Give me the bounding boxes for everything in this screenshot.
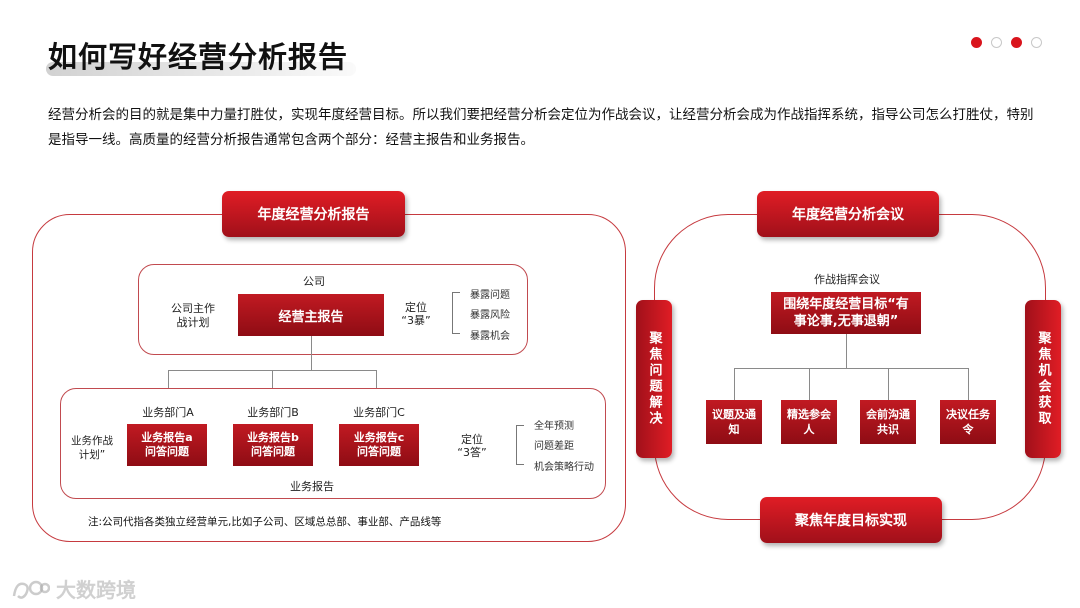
answer-brace bbox=[516, 425, 524, 465]
focus-opportunity: 聚焦机会获取 bbox=[1025, 300, 1061, 458]
position-3-expose: 定位 “3暴” bbox=[401, 301, 431, 327]
annual-report-header: 年度经营分析报告 bbox=[222, 191, 405, 237]
connector-line bbox=[888, 368, 889, 400]
page-indicator bbox=[971, 37, 1042, 48]
answer-item: 机会策略行动 bbox=[534, 462, 594, 473]
annual-meeting-frame bbox=[654, 214, 1046, 520]
department-label: 业务部门C bbox=[353, 406, 405, 419]
watermark-text: 大数跨境 bbox=[56, 578, 136, 602]
answer-item: 问题差距 bbox=[534, 441, 574, 452]
page-dot[interactable] bbox=[1031, 37, 1042, 48]
business-report-b: 业务报告b 问答问题 bbox=[233, 424, 313, 466]
page-title: 如何写好经营分析报告 bbox=[48, 40, 349, 74]
company-label: 公司 bbox=[303, 275, 325, 288]
step-resolution: 决议任务 令 bbox=[940, 400, 996, 444]
annual-meeting-header: 年度经营分析会议 bbox=[757, 191, 939, 237]
watermark-logo-icon bbox=[12, 580, 50, 599]
business-plan-label: 业务作战 计划” bbox=[71, 435, 113, 461]
title-underline bbox=[46, 62, 356, 76]
page-dot[interactable] bbox=[991, 37, 1002, 48]
watermark: 大数跨境 bbox=[10, 574, 136, 603]
department-label: 业务部门B bbox=[247, 406, 299, 419]
main-report-box: 经营主报告 bbox=[238, 294, 384, 336]
connector-line bbox=[734, 368, 735, 400]
connector-line bbox=[968, 368, 969, 400]
business-report-label: 业务报告 bbox=[290, 480, 334, 493]
page-dot[interactable] bbox=[1011, 37, 1022, 48]
step-agenda: 议题及通 知 bbox=[706, 400, 762, 444]
step-attendees: 精选参会 人 bbox=[781, 400, 837, 444]
footnote: 注:公司代指各类独立经营单元,比如子公司、区域总总部、事业部、产品线等 bbox=[88, 516, 442, 528]
position-3-answer: 定位 “3答” bbox=[457, 433, 487, 459]
expose-item: 暴露风险 bbox=[470, 310, 510, 321]
business-report-c: 业务报告c 问答问题 bbox=[339, 424, 419, 466]
department-label: 业务部门A bbox=[142, 406, 194, 419]
intro-text: 经营分析会的目的就是集中力量打胜仗，实现年度经营目标。所以我们要把经营分析会定位… bbox=[48, 107, 1034, 148]
connector-line bbox=[168, 370, 169, 401]
connector-line bbox=[846, 334, 847, 368]
focus-target-achievement: 聚焦年度目标实现 bbox=[760, 497, 942, 543]
meeting-label: 作战指挥会议 bbox=[814, 273, 880, 286]
expose-brace bbox=[452, 292, 460, 334]
connector-line bbox=[734, 368, 968, 369]
goal-box: 围绕年度经营目标“有 事论事,无事退朝” bbox=[771, 292, 921, 334]
focus-problem-solving: 聚焦问题解决 bbox=[636, 300, 672, 458]
expose-item: 暴露问题 bbox=[470, 290, 510, 301]
company-plan-label: 公司主作 战计划 bbox=[171, 302, 215, 329]
expose-item: 暴露机会 bbox=[470, 331, 510, 342]
business-report-a: 业务报告a 问答问题 bbox=[127, 424, 207, 466]
connector-line bbox=[311, 336, 312, 370]
connector-line bbox=[376, 370, 377, 401]
step-consensus: 会前沟通 共识 bbox=[860, 400, 916, 444]
answer-item: 全年预测 bbox=[534, 421, 574, 432]
connector-line bbox=[272, 370, 273, 401]
page-dot[interactable] bbox=[971, 37, 982, 48]
connector-line bbox=[809, 368, 810, 400]
